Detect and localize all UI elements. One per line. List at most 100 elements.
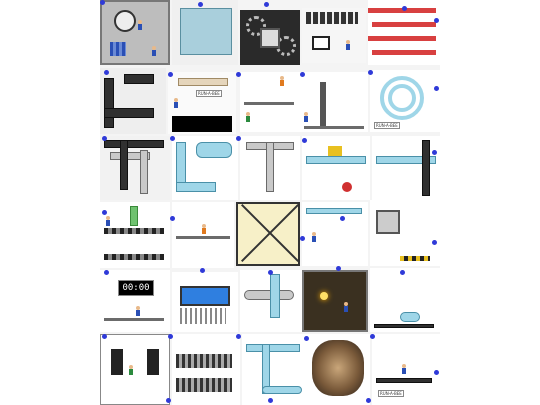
worker <box>280 76 284 86</box>
gear-icon <box>246 16 266 36</box>
worker <box>346 40 350 50</box>
room-tangle <box>100 136 170 200</box>
worker <box>106 216 110 226</box>
room-workshop: RUN-A-BEE <box>168 72 236 134</box>
room-vault <box>100 0 170 65</box>
room-water-tank <box>172 0 238 65</box>
marker-dot <box>102 136 107 141</box>
spark <box>320 292 328 300</box>
worker <box>174 98 178 108</box>
marker-dot <box>434 86 439 91</box>
room-pool <box>172 272 238 332</box>
room-machine <box>370 200 440 266</box>
rollers <box>176 378 232 392</box>
label-tag: RUN-A-BEE <box>378 390 404 397</box>
room-slides <box>240 270 302 332</box>
worker <box>304 112 308 122</box>
vault-crates <box>110 42 126 56</box>
label-tag: RUN-A-BEE <box>374 122 400 129</box>
marker-dot <box>100 0 105 5</box>
room-computers <box>302 8 366 63</box>
marker-dot <box>170 216 175 221</box>
marker-dot <box>402 6 407 11</box>
gear-box <box>260 28 280 48</box>
vault-wheel <box>114 10 136 32</box>
speaker-icon <box>147 349 159 375</box>
worker <box>152 46 156 56</box>
marker-dot <box>236 334 241 339</box>
marker-dot <box>198 2 203 7</box>
machine <box>376 210 400 234</box>
room-gears <box>240 10 300 65</box>
marker-dot <box>236 136 241 141</box>
marker-dot <box>166 398 171 403</box>
room-slide <box>372 136 440 200</box>
pit <box>172 116 232 132</box>
marker-dot <box>268 270 273 275</box>
monitor <box>312 36 330 50</box>
marker-dot <box>434 370 439 375</box>
rollers <box>176 354 232 368</box>
girder <box>372 22 436 27</box>
marker-dot <box>336 266 341 271</box>
marker-dot <box>300 72 305 77</box>
marker-dot <box>366 398 371 403</box>
marker-dot <box>370 334 375 339</box>
spiral-track <box>380 76 424 120</box>
worker <box>202 224 206 234</box>
marker-dot <box>432 150 437 155</box>
room-ladders <box>172 202 234 268</box>
room-blue-pipes <box>172 136 238 200</box>
marker-dot <box>340 216 345 221</box>
girder <box>368 36 436 41</box>
marker-dot <box>300 236 305 241</box>
marker-dot <box>102 334 107 339</box>
tower <box>320 82 326 127</box>
room-dark-pipes <box>100 68 166 134</box>
grate <box>180 308 226 324</box>
marker-dot <box>170 136 175 141</box>
room-portrait <box>306 334 370 405</box>
worker <box>402 364 406 374</box>
room-exit: RUN-A-BEE <box>372 334 440 405</box>
room-conveyors <box>100 202 170 268</box>
marker-dot <box>200 268 205 273</box>
marker-dot <box>236 72 241 77</box>
marker-dot <box>104 70 109 75</box>
room-spiral: RUN-A-BEE <box>370 70 440 132</box>
marker-dot <box>268 398 273 403</box>
worker <box>138 20 142 30</box>
worker <box>344 302 348 312</box>
marker-dot <box>368 70 373 75</box>
room-x-truss <box>236 202 300 266</box>
marker-dot <box>264 2 269 7</box>
room-pipeworks <box>242 334 306 405</box>
marker-dot <box>168 334 173 339</box>
conveyor <box>104 228 164 234</box>
conveyor <box>104 254 164 260</box>
marker-dot <box>102 210 107 215</box>
portrait-face <box>312 340 364 396</box>
room-tower <box>300 72 368 132</box>
marker-dot <box>432 240 437 245</box>
flask <box>342 182 352 192</box>
room-platforms <box>240 72 300 132</box>
marker-dot <box>168 72 173 77</box>
room-junction <box>240 136 300 200</box>
room-timer: 00:00 <box>100 270 170 332</box>
marker-dot <box>434 18 439 23</box>
worker <box>312 232 316 242</box>
water-tank <box>180 8 232 55</box>
level-map: RUN-A-BEE RUN-A-BEE <box>100 0 440 405</box>
worker <box>246 112 250 122</box>
hazard-stripe <box>400 256 430 261</box>
room-funnel <box>302 136 370 200</box>
marker-dot <box>304 336 309 341</box>
girder <box>372 50 436 55</box>
marker-dot <box>302 138 307 143</box>
funnel <box>328 146 342 156</box>
timer-display: 00:00 <box>118 280 154 296</box>
room-elbows <box>370 268 440 332</box>
speaker-icon <box>111 349 123 375</box>
label-tag: RUN-A-BEE <box>196 90 222 97</box>
